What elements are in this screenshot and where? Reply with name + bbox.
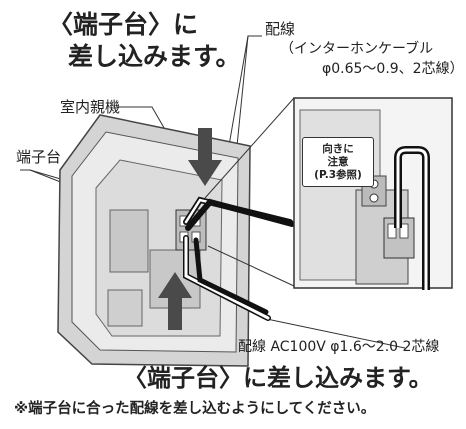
zoom-inset [293, 97, 453, 290]
zoom-guide-lines [204, 97, 295, 287]
indoor-unit-panel [57, 114, 251, 367]
terminal-block-label: 端子台 [16, 148, 62, 166]
callout-line3: (P.3参照) [314, 169, 362, 182]
insert-arrow-down [188, 128, 222, 186]
note-text: ※端子台に合った配線を差し込むようにしてください。 [14, 401, 376, 417]
title-top-line2: 差し込みます。 [68, 42, 241, 71]
wiring-label: 配線 [265, 20, 296, 38]
callout-line1: 向きに [322, 142, 354, 155]
ac-wiring-label: 配線 AC100V φ1.6〜2.0 2芯線 [238, 339, 440, 355]
orientation-callout: 向きに 注意 (P.3参照) [302, 137, 374, 187]
ac-wiring-cable [183, 235, 271, 321]
title-bottom: 〈端子台〉に差し込みます。 [123, 364, 433, 392]
callout-line2: 注意 [327, 155, 349, 168]
indoor-unit-label: 室内親機 [60, 98, 121, 116]
intercom-cable-label-line1: （インターホンケーブル [280, 41, 434, 57]
intercom-cable [183, 196, 295, 231]
insert-arrow-up [158, 272, 192, 330]
title-top-line1: 〈端子台〉に [48, 10, 199, 39]
intercom-cable-label-line2: φ0.65〜0.9、2芯線） [322, 61, 464, 77]
